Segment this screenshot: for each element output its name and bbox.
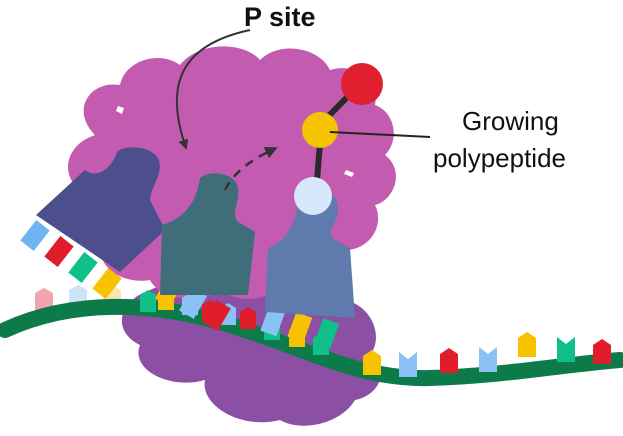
- mrna-base: [399, 352, 417, 377]
- anticodon-base: [68, 252, 98, 283]
- trna-right: [260, 188, 355, 349]
- growing-polypeptide-chain: [294, 63, 431, 215]
- exiting-base: [35, 288, 53, 312]
- anticodon-base: [179, 287, 207, 319]
- anticodon-base: [287, 312, 313, 343]
- mrna-base: [593, 339, 611, 364]
- mrna-base: [518, 332, 536, 357]
- mrna-base: [440, 348, 458, 373]
- polypeptide-label-line1: Growing: [462, 106, 559, 136]
- arrows: [175, 29, 278, 191]
- amino-acid-red: [341, 63, 383, 105]
- p-site-pointer-arrow: [175, 29, 251, 150]
- mrna-base: [363, 350, 381, 375]
- anticodon-base: [44, 236, 74, 267]
- anticodon-base: [260, 306, 286, 337]
- anticodon-base: [203, 299, 231, 331]
- amino-acid-yellow: [302, 112, 338, 148]
- translocation-arrow: [223, 147, 278, 191]
- amino-acid-pale: [294, 177, 332, 215]
- codon-base: [140, 290, 156, 312]
- mrna-strand: [0, 298, 623, 387]
- trna-left: [20, 147, 165, 299]
- anticodon-base: [314, 318, 340, 349]
- polypeptide-pointer-line: [329, 131, 431, 138]
- p-site-label: P site: [244, 2, 316, 32]
- mrna-base: [479, 347, 497, 372]
- anticodon-base: [20, 220, 50, 251]
- anticodon-base: [92, 268, 122, 299]
- polypeptide-label-line2: polypeptide: [433, 143, 566, 173]
- mrna-base: [557, 337, 575, 362]
- codon-base: [240, 307, 256, 329]
- mrna-bases-group: [363, 332, 611, 377]
- trna-middle: [155, 173, 255, 331]
